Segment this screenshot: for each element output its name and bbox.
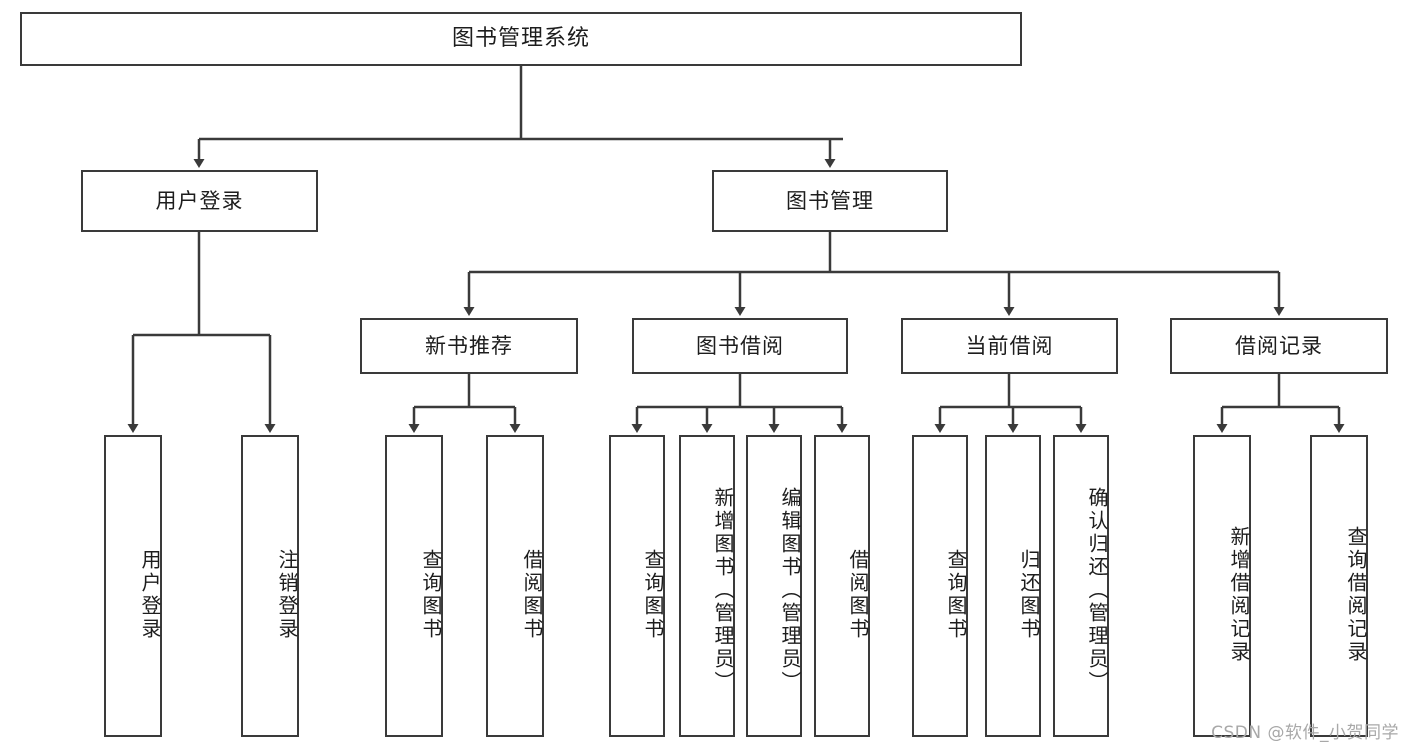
node-leaf-query-book-3-label: 查询图书 (944, 549, 968, 641)
node-leaf-add-record[interactable]: 新增借阅记录 (1193, 435, 1251, 737)
node-current-borrow[interactable]: 当前借阅 (901, 318, 1118, 374)
node-new-book-recommend-label: 新书推荐 (425, 333, 513, 358)
node-leaf-logout-label: 注销登录 (275, 549, 299, 641)
node-leaf-edit-book-label: 编辑图书（管理员） (778, 486, 802, 694)
node-leaf-return-book[interactable]: 归还图书 (985, 435, 1041, 737)
node-leaf-query-book-2-label: 查询图书 (641, 549, 665, 641)
node-leaf-query-record[interactable]: 查询借阅记录 (1310, 435, 1368, 737)
node-leaf-add-record-label: 新增借阅记录 (1227, 526, 1251, 664)
node-book-borrow-label: 图书借阅 (696, 333, 784, 358)
node-leaf-confirm-return-label: 确认归还（管理员） (1085, 486, 1109, 694)
node-leaf-query-record-label: 查询借阅记录 (1344, 526, 1368, 664)
node-leaf-confirm-return[interactable]: 确认归还（管理员） (1053, 435, 1109, 737)
node-book-borrow[interactable]: 图书借阅 (632, 318, 848, 374)
node-leaf-query-book-1-label: 查询图书 (419, 549, 443, 641)
node-leaf-return-book-label: 归还图书 (1017, 549, 1041, 641)
node-leaf-user-login[interactable]: 用户登录 (104, 435, 162, 737)
node-user-login[interactable]: 用户登录 (81, 170, 318, 232)
node-leaf-borrow-book-1[interactable]: 借阅图书 (486, 435, 544, 737)
node-leaf-logout[interactable]: 注销登录 (241, 435, 299, 737)
node-current-borrow-label: 当前借阅 (965, 333, 1054, 358)
node-leaf-add-book[interactable]: 新增图书（管理员） (679, 435, 735, 737)
node-borrow-record[interactable]: 借阅记录 (1170, 318, 1388, 374)
node-leaf-query-book-2[interactable]: 查询图书 (609, 435, 665, 737)
node-leaf-query-book-1[interactable]: 查询图书 (385, 435, 443, 737)
node-leaf-borrow-book-1-label: 借阅图书 (520, 549, 544, 641)
node-book-manage-label: 图书管理 (786, 188, 874, 213)
node-leaf-user-login-label: 用户登录 (138, 549, 162, 641)
node-leaf-add-book-label: 新增图书（管理员） (711, 486, 735, 694)
node-leaf-borrow-book-2[interactable]: 借阅图书 (814, 435, 870, 737)
node-root[interactable]: 图书管理系统 (20, 12, 1022, 66)
node-new-book-recommend[interactable]: 新书推荐 (360, 318, 578, 374)
node-leaf-borrow-book-2-label: 借阅图书 (846, 549, 870, 641)
watermark: CSDN @软件_小贺同学 (1211, 723, 1399, 743)
node-leaf-edit-book[interactable]: 编辑图书（管理员） (746, 435, 802, 737)
node-root-label: 图书管理系统 (451, 26, 590, 52)
node-user-login-label: 用户登录 (155, 188, 244, 213)
node-borrow-record-label: 借阅记录 (1235, 333, 1323, 358)
node-book-manage[interactable]: 图书管理 (712, 170, 948, 232)
node-leaf-query-book-3[interactable]: 查询图书 (912, 435, 968, 737)
